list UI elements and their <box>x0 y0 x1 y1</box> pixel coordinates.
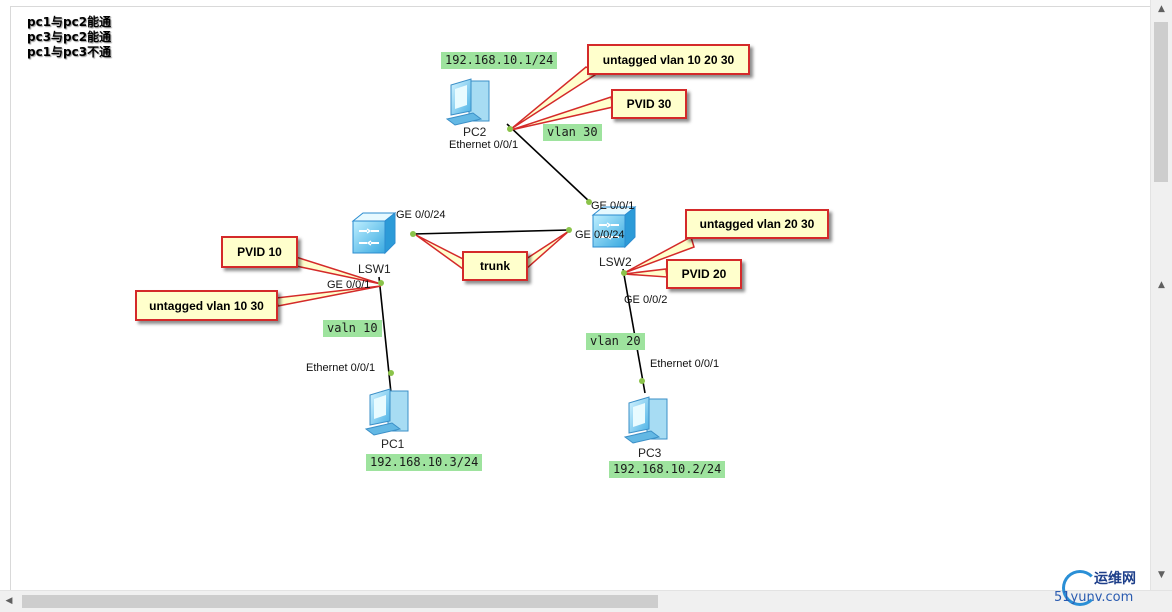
pc2-icon[interactable] <box>445 78 490 126</box>
pc2-vlan-label[interactable]: vlan 30 <box>543 124 602 141</box>
switch-lsw1-icon[interactable] <box>351 211 397 255</box>
port-dot-lsw2-ge24 <box>566 227 572 233</box>
port-label-pc2-eth: Ethernet 0/0/1 <box>449 139 519 151</box>
port-label-lsw1-ge1: GE 0/0/1 <box>327 279 371 291</box>
vertical-scroll-thumb[interactable] <box>1154 22 1168 182</box>
horizontal-scroll-thumb[interactable] <box>22 595 658 608</box>
port-dot-lsw2-ge2 <box>621 270 627 276</box>
watermark-swirl-icon <box>1062 570 1098 606</box>
watermark-logo: 运维网 51yunv.com <box>1054 566 1164 610</box>
callout-lsw1-ge1-untagged[interactable]: untagged vlan 10 30 <box>135 290 278 321</box>
pc3-name: PC3 <box>638 446 662 460</box>
callout-trunk[interactable]: trunk <box>462 251 528 281</box>
port-dot-lsw1-ge1 <box>378 280 384 286</box>
pc1-icon[interactable] <box>364 388 409 436</box>
connectivity-notes: pc1与pc2能通 pc3与pc2能通 pc1与pc3不通 <box>27 15 111 60</box>
horizontal-scrollbar[interactable]: ◀ <box>0 590 1172 612</box>
callout-pointer-trunk-right <box>525 230 570 271</box>
lsw1-name: LSW1 <box>358 262 391 276</box>
pc3-ip-label[interactable]: 192.168.10.2/24 <box>609 461 726 478</box>
note-line: pc1与pc2能通 <box>27 15 112 29</box>
port-dot-pc2 <box>507 126 513 132</box>
port-dot-lsw2-ge1 <box>586 199 592 205</box>
pc3-vlan-label[interactable]: vlan 20 <box>586 333 645 350</box>
port-dots <box>378 126 645 384</box>
callout-lsw2-ge1-untagged[interactable]: untagged vlan 10 20 30 <box>587 44 750 75</box>
lsw2-name: LSW2 <box>599 255 632 269</box>
vertical-scrollbar[interactable]: ▲ ▲ ▼ <box>1150 0 1172 591</box>
link-pc2-lsw2[interactable] <box>506 123 592 204</box>
scroll-left-icon[interactable]: ◀ <box>5 596 13 606</box>
port-label-pc3-eth: Ethernet 0/0/1 <box>650 358 720 370</box>
link-lsw1-lsw2[interactable] <box>412 229 570 235</box>
watermark-site: 51yunv.com <box>1054 590 1134 605</box>
callout-lsw2-ge2-untagged[interactable]: untagged vlan 20 30 <box>685 209 829 239</box>
watermark-title: 运维网 <box>1094 571 1136 587</box>
pc1-vlan-label[interactable]: valn 10 <box>323 320 382 337</box>
pc1-ip-label[interactable]: 192.168.10.3/24 <box>366 454 483 471</box>
scroll-up-icon[interactable]: ▲ <box>1158 4 1165 14</box>
topology-canvas[interactable]: pc1与pc2能通 pc3与pc2能通 pc1与pc3不通 192.168.10… <box>10 6 1151 591</box>
port-label-lsw2-ge24: GE 0/0/24 <box>575 229 625 241</box>
callout-lsw2-ge1-pvid[interactable]: PVID 30 <box>611 89 687 119</box>
callout-pointer-trunk-left <box>415 234 464 271</box>
pc3-icon[interactable] <box>623 396 668 444</box>
pc2-name: PC2 <box>463 125 487 139</box>
callout-pointer-untagged-ge2 <box>623 235 695 274</box>
link-lsw2-pc3[interactable] <box>622 268 646 394</box>
port-label-lsw2-ge1: GE 0/0/1 <box>591 200 635 212</box>
port-label-pc1-eth: Ethernet 0/0/1 <box>306 362 376 374</box>
pc2-ip-label[interactable]: 192.168.10.1/24 <box>441 52 558 69</box>
port-dot-pc3 <box>639 378 645 384</box>
scroll-down-icon[interactable]: ▼ <box>1158 570 1165 580</box>
port-label-lsw2-ge2: GE 0/0/2 <box>624 294 668 306</box>
port-dot-pc1 <box>388 370 394 376</box>
callout-lsw2-ge2-pvid[interactable]: PVID 20 <box>666 259 742 289</box>
note-line: pc1与pc3不通 <box>27 45 112 59</box>
callout-lsw1-ge1-pvid[interactable]: PVID 10 <box>221 236 298 268</box>
port-label-lsw1-ge24: GE 0/0/24 <box>396 209 446 221</box>
note-line: pc3与pc2能通 <box>27 30 112 44</box>
switch-lsw2-icon[interactable] <box>591 205 637 249</box>
port-dot-lsw1-ge24 <box>410 231 416 237</box>
pc1-name: PC1 <box>381 437 405 451</box>
scroll-up-small-icon[interactable]: ▲ <box>1158 280 1165 290</box>
